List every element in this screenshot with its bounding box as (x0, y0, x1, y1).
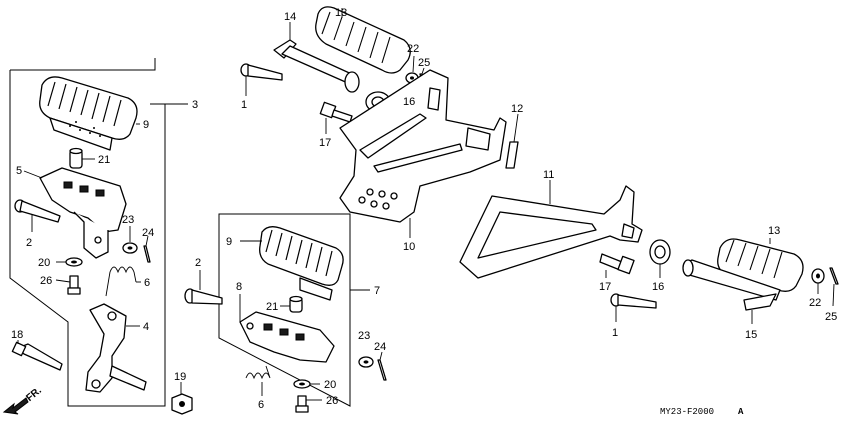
callout-26: 26 (40, 275, 52, 287)
bolt-right-17 (599, 253, 635, 275)
washer-left-23 (122, 242, 138, 254)
washer-right-16 (649, 239, 671, 265)
washer-right-22 (811, 268, 825, 284)
callout-23: 23 (358, 330, 370, 342)
callout-21: 21 (98, 154, 110, 166)
cotter-pin-center (377, 359, 387, 381)
callout-3: 3 (192, 99, 198, 111)
callout-labels: 1 1 2 2 3 4 5 6 6 7 8 9 9 10 11 12 13 13… (11, 7, 837, 411)
bolt-18 (11, 341, 63, 371)
callout-22: 22 (809, 297, 821, 309)
spacer-center (289, 295, 303, 313)
footpeg-rubber-left (39, 76, 138, 151)
cotter-pin-right (829, 267, 839, 285)
callout-19: 19 (174, 371, 186, 383)
callout-7: 7 (374, 285, 380, 297)
spring-left (105, 266, 137, 297)
washer-left-20 (65, 257, 83, 267)
callout-4: 4 (143, 321, 149, 333)
callout-13: 13 (768, 225, 780, 237)
pin-12 (505, 141, 519, 169)
callout-24: 24 (142, 227, 154, 239)
callout-17: 17 (599, 281, 611, 293)
callout-2: 2 (26, 237, 32, 249)
callout-23: 23 (122, 214, 134, 226)
callout-25: 25 (418, 57, 430, 69)
callout-8: 8 (236, 281, 242, 293)
callout-5: 5 (16, 165, 22, 177)
callout-6: 6 (258, 399, 264, 411)
callout-11: 11 (543, 169, 554, 181)
callout-15: 15 (745, 329, 757, 341)
pin-center (184, 288, 223, 305)
callout-14: 14 (284, 11, 296, 23)
diagram-code: MY23-F2000 (660, 407, 714, 417)
callout-16: 16 (403, 96, 415, 108)
pin-top (240, 63, 283, 81)
mounting-bracket (85, 303, 147, 393)
footpeg-arm-right (682, 259, 781, 311)
callout-1: 1 (241, 99, 247, 111)
side-bracket (459, 185, 643, 279)
diagram-code-suffix: A (738, 407, 744, 417)
callout-9: 9 (226, 236, 232, 248)
callout-21: 21 (266, 301, 278, 313)
main-bracket (339, 69, 507, 223)
callout-18: 18 (11, 329, 23, 341)
footpeg-bracket-center (239, 311, 335, 363)
footpeg-arm (273, 39, 360, 93)
bolt-left-26 (67, 275, 81, 295)
washer-center-23 (358, 356, 374, 368)
callout-17: 17 (319, 137, 331, 149)
spacer-left (69, 147, 83, 169)
pin-right (610, 293, 657, 309)
bolt-center-26 (295, 395, 309, 413)
washer-center-20 (293, 379, 311, 389)
front-direction-arrow-icon (2, 397, 29, 415)
bolt-top-17 (319, 101, 353, 123)
cotter-pin-left (143, 245, 151, 263)
callout-22: 22 (407, 43, 419, 55)
callout-2: 2 (195, 257, 201, 269)
footpeg-bracket-left (39, 167, 127, 259)
callout-26: 26 (326, 395, 338, 407)
callout-12: 12 (511, 103, 523, 115)
callout-25: 25 (825, 311, 837, 323)
pin-left (14, 199, 61, 223)
callout-16: 16 (652, 281, 664, 293)
callout-10: 10 (403, 241, 415, 253)
callout-13: 13 (335, 7, 347, 19)
callout-1: 1 (612, 327, 618, 339)
callout-20: 20 (38, 257, 50, 269)
footpeg-rubber-top (315, 6, 411, 74)
footpeg-rubber-center (259, 226, 344, 301)
callout-6: 6 (144, 277, 150, 289)
callout-9: 9 (143, 119, 149, 131)
callout-20: 20 (324, 379, 336, 391)
spring-center (245, 365, 271, 380)
callout-24: 24 (374, 341, 386, 353)
nut-19 (171, 393, 193, 415)
